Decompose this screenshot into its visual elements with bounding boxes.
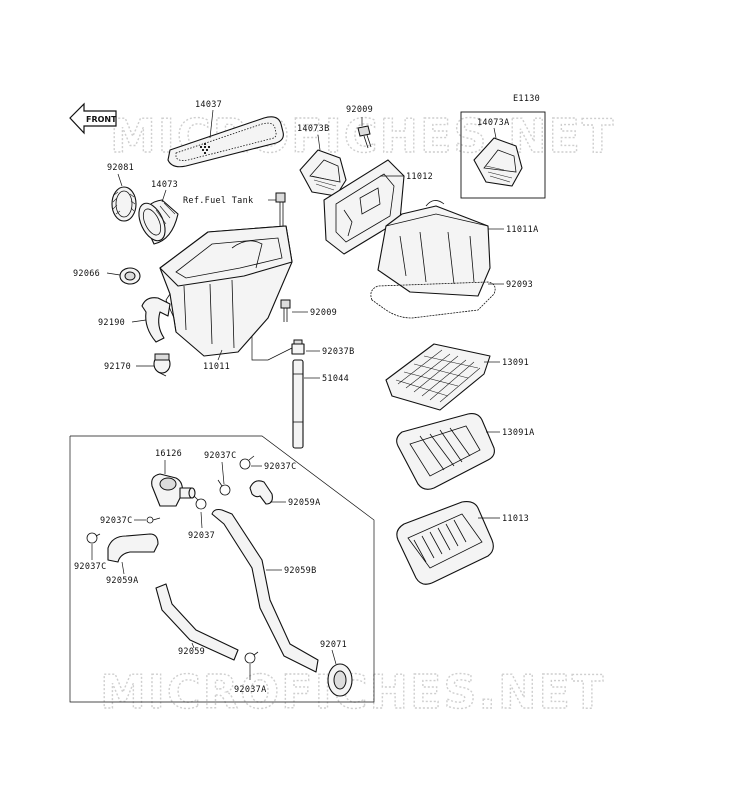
diagram-code: E1130 — [513, 94, 540, 104]
inset-14073A — [460, 111, 546, 199]
label-92093: 92093 — [506, 280, 533, 290]
part-92059A-hose-right[interactable] — [249, 480, 273, 505]
part-92037C-clip-right[interactable] — [239, 455, 255, 470]
part-14073-duct[interactable] — [134, 199, 179, 245]
part-13091-holder[interactable] — [385, 343, 491, 411]
label-14073B: 14073B — [297, 124, 330, 134]
label-92190: 92190 — [98, 318, 125, 328]
label-92037C-right: 92037C — [264, 462, 297, 472]
label-14037: 14037 — [195, 100, 222, 110]
part-92071-grommet[interactable] — [327, 663, 353, 697]
part-92037-clip[interactable] — [193, 495, 207, 510]
label-11011A: 11011A — [506, 225, 539, 235]
part-92093-gasket[interactable] — [370, 281, 496, 319]
part-13091A-frame[interactable] — [396, 413, 495, 490]
part-92037A-clip[interactable] — [244, 651, 259, 664]
part-14073A-duct[interactable] — [473, 137, 523, 187]
part-92059-hose[interactable] — [155, 583, 239, 661]
label-92081: 92081 — [107, 163, 134, 173]
label-92037A: 92037A — [234, 685, 267, 695]
label-92009-mid: 92009 — [310, 308, 337, 318]
label-92037: 92037 — [188, 531, 215, 541]
label-92059A-right: 92059A — [288, 498, 321, 508]
label-13091: 13091 — [502, 358, 529, 368]
ref-fuel-tank-note: Ref.Fuel Tank — [183, 196, 253, 206]
part-14037-gasket[interactable] — [167, 116, 284, 168]
part-11011-case[interactable] — [159, 225, 293, 357]
part-92037C-clip-left[interactable] — [146, 516, 161, 524]
subassembly-frame — [69, 435, 375, 703]
part-92081-clamp[interactable] — [111, 186, 137, 222]
label-92037C-left: 92037C — [100, 516, 133, 526]
part-92059A-hose-left[interactable] — [107, 533, 159, 563]
part-92037C-clip-top[interactable] — [217, 479, 231, 496]
label-11011: 11011 — [203, 362, 230, 372]
watermark-bottom: MICROFICHES.NET — [100, 665, 605, 719]
front-label: FRONT — [86, 115, 117, 124]
label-16126: 16126 — [155, 449, 182, 459]
part-92037B-clamp[interactable] — [291, 339, 305, 355]
part-92037C-clip-bottom[interactable] — [86, 532, 101, 544]
label-92059A-left: 92059A — [106, 576, 139, 586]
label-92059: 92059 — [178, 647, 205, 657]
part-92059B-hose[interactable] — [211, 508, 319, 673]
label-92066: 92066 — [73, 269, 100, 279]
label-92037C-bottom: 92037C — [74, 562, 107, 572]
part-92170-clamp[interactable] — [153, 353, 171, 377]
part-51044-tube[interactable] — [292, 359, 304, 449]
part-11013-element[interactable] — [396, 501, 494, 585]
label-14073: 14073 — [151, 180, 178, 190]
part-11011A-case[interactable] — [377, 200, 491, 297]
part-bolt-top-left[interactable] — [275, 192, 286, 226]
label-92071: 92071 — [320, 640, 347, 650]
part-92190-hose[interactable] — [141, 297, 171, 343]
part-92009-bolt-top[interactable] — [357, 125, 372, 149]
front-arrow-icon: FRONT — [69, 102, 117, 135]
label-92037B: 92037B — [322, 347, 355, 357]
label-13091A: 13091A — [502, 428, 535, 438]
label-14073A: 14073A — [477, 118, 510, 128]
part-16126-valve[interactable] — [151, 473, 196, 507]
part-92066-grommet[interactable] — [119, 267, 141, 285]
label-92009-top: 92009 — [346, 105, 373, 115]
part-92009-bolt-mid[interactable] — [280, 299, 291, 322]
label-92037C-top: 92037C — [204, 451, 237, 461]
part-14073B-duct[interactable] — [299, 149, 347, 197]
label-11012: 11012 — [406, 172, 433, 182]
label-11013: 11013 — [502, 514, 529, 524]
label-51044: 51044 — [322, 374, 349, 384]
label-92170: 92170 — [104, 362, 131, 372]
label-92059B: 92059B — [284, 566, 317, 576]
